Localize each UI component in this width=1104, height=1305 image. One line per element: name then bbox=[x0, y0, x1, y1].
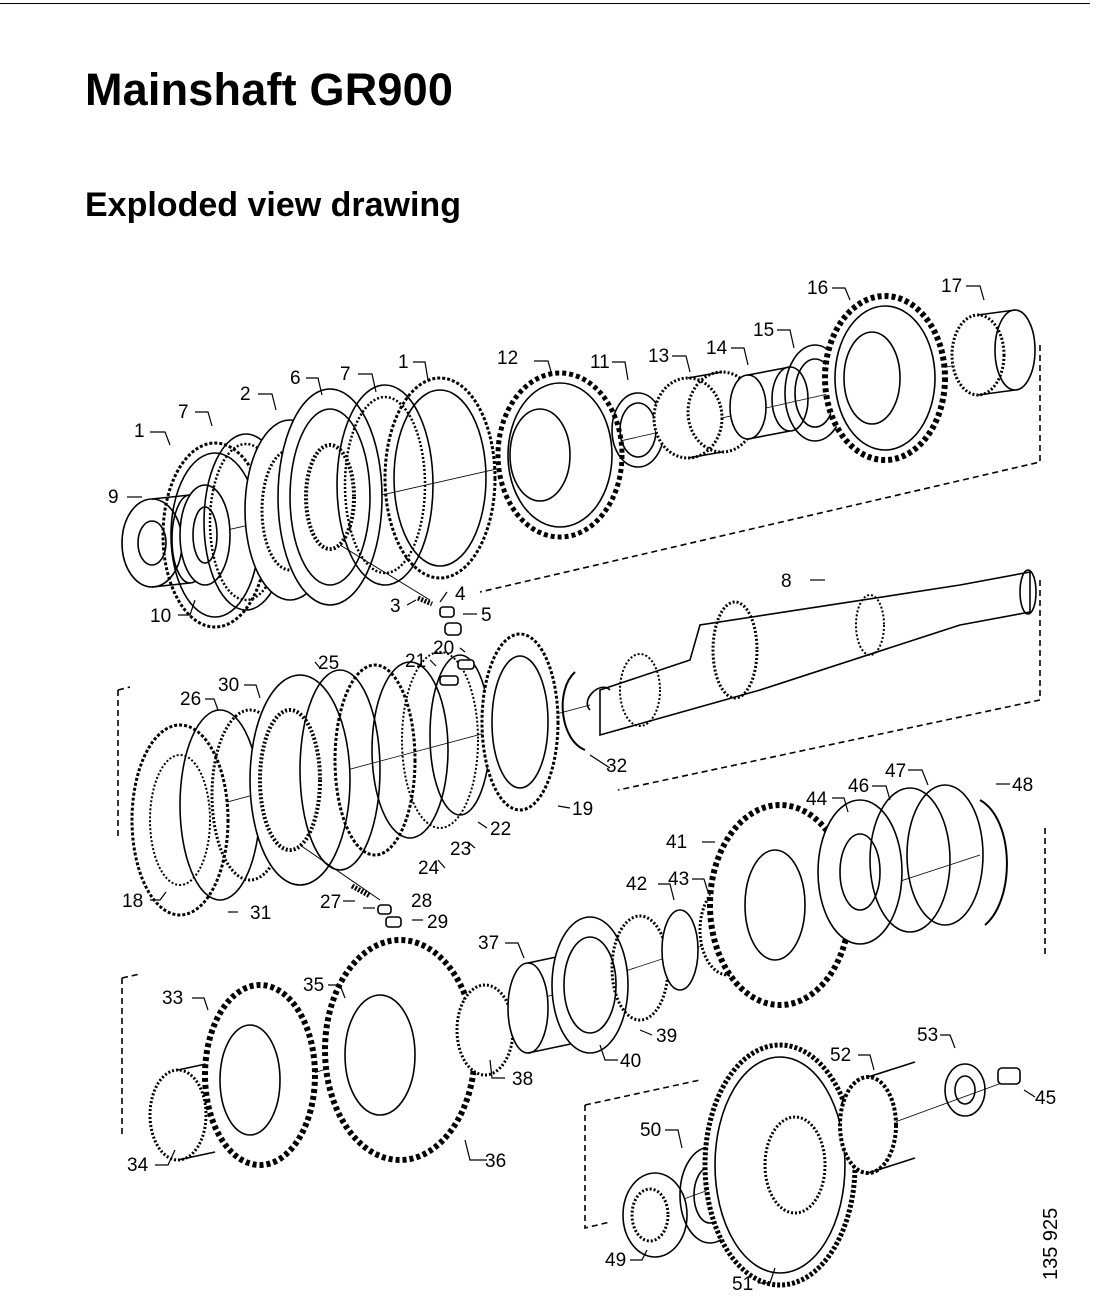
callout-48: 48 bbox=[1012, 775, 1033, 796]
frame-middle bbox=[117, 580, 1041, 838]
part-6-synchro-body bbox=[277, 388, 383, 606]
part-32-clip bbox=[561, 671, 586, 751]
part-35-36-large-gear bbox=[322, 937, 478, 1163]
callout-46: 46 bbox=[848, 776, 869, 797]
callout-53: 53 bbox=[917, 1025, 938, 1046]
callout-17: 17 bbox=[941, 276, 962, 297]
drawing-number: 135 925 bbox=[1040, 1208, 1062, 1280]
callout-34: 34 bbox=[127, 1155, 149, 1176]
part-40-39-rings bbox=[551, 914, 670, 1054]
callout-37: 37 bbox=[478, 933, 499, 954]
upper-assembly bbox=[121, 293, 1036, 636]
callout-21: 21 bbox=[405, 651, 426, 672]
part-25-body bbox=[299, 663, 417, 871]
callout-1: 1 bbox=[134, 421, 145, 442]
callout-47: 47 bbox=[885, 761, 906, 782]
callout-27: 27 bbox=[320, 892, 341, 913]
callout-7: 7 bbox=[178, 402, 189, 423]
callout-22: 22 bbox=[490, 819, 511, 840]
callout-38: 38 bbox=[512, 1069, 533, 1090]
callout-8: 8 bbox=[781, 571, 792, 592]
part-53-lock-plate bbox=[944, 1063, 986, 1117]
middle-assembly bbox=[130, 632, 586, 928]
part-7b-ring bbox=[336, 384, 434, 586]
callout-43: 43 bbox=[668, 869, 689, 890]
frame-lower bbox=[121, 828, 1046, 1135]
callout-40: 40 bbox=[620, 1051, 641, 1072]
part-46-47-48-rings bbox=[869, 784, 1008, 933]
callout-36: 36 bbox=[485, 1151, 506, 1172]
leader-lines bbox=[127, 285, 1036, 1284]
part-24-23-22-rings bbox=[371, 651, 491, 839]
part-45-bolt bbox=[997, 1067, 1021, 1085]
callout-16: 16 bbox=[807, 278, 828, 299]
callout-39: 39 bbox=[656, 1026, 677, 1047]
callout-52: 52 bbox=[830, 1045, 851, 1066]
part-27-28-29-detent bbox=[299, 844, 402, 928]
part-16-large-gear bbox=[822, 293, 948, 463]
callout-5: 5 bbox=[481, 605, 492, 626]
callout-15: 15 bbox=[753, 320, 774, 341]
lower-assembly bbox=[148, 784, 1008, 1168]
part-14-sleeve bbox=[729, 366, 809, 440]
callout-7b: 7 bbox=[340, 364, 351, 385]
part-17-needle-bearing bbox=[950, 309, 1036, 397]
callout-49: 49 bbox=[605, 1250, 626, 1271]
callout-45: 45 bbox=[1035, 1088, 1056, 1109]
callout-32: 32 bbox=[606, 756, 627, 777]
part-8-mainshaft bbox=[586, 569, 1037, 737]
callout-24: 24 bbox=[418, 858, 440, 879]
callout-35: 35 bbox=[303, 975, 324, 996]
part-34-needle-bearing bbox=[148, 1061, 216, 1162]
callout-31: 31 bbox=[250, 903, 271, 924]
bottom-assembly bbox=[622, 1042, 1021, 1288]
callout-1b: 1 bbox=[398, 352, 409, 373]
callout-4: 4 bbox=[455, 584, 466, 605]
callout-23: 23 bbox=[450, 839, 471, 860]
frame-upper bbox=[479, 345, 1041, 593]
frame-bottom bbox=[584, 1079, 701, 1230]
callout-19: 19 bbox=[572, 799, 593, 820]
part-49-nut bbox=[622, 1172, 688, 1258]
callout-25: 25 bbox=[318, 653, 339, 674]
callout-44: 44 bbox=[806, 789, 828, 810]
callout-14: 14 bbox=[706, 338, 728, 359]
callout-10: 10 bbox=[150, 606, 171, 627]
part-52-gear bbox=[838, 1061, 916, 1175]
callout-2: 2 bbox=[240, 384, 251, 405]
part-33-gear bbox=[202, 982, 318, 1168]
callout-9: 9 bbox=[108, 487, 119, 508]
part-3-4-5-detent bbox=[339, 544, 462, 636]
callout-20: 20 bbox=[433, 638, 454, 659]
part-12-gear bbox=[495, 370, 625, 540]
callout-51: 51 bbox=[732, 1274, 753, 1295]
top-rule bbox=[0, 3, 1090, 4]
callout-12: 12 bbox=[497, 348, 518, 369]
part-38-needle-bearing bbox=[455, 983, 515, 1077]
callout-41: 41 bbox=[666, 832, 687, 853]
page-subtitle: Exploded view drawing bbox=[85, 186, 461, 224]
callout-29: 29 bbox=[427, 912, 448, 933]
callout-11: 11 bbox=[590, 352, 610, 373]
part-20-21-pins bbox=[439, 659, 475, 686]
callout-42: 42 bbox=[626, 874, 647, 895]
callout-50: 50 bbox=[640, 1120, 661, 1141]
part-1b-synchro-ring bbox=[383, 376, 497, 580]
callout-6: 6 bbox=[290, 368, 301, 389]
callout-3: 3 bbox=[390, 596, 401, 617]
part-51-ring-gear bbox=[702, 1042, 858, 1288]
callout-13: 13 bbox=[648, 346, 669, 367]
assembly-frames bbox=[117, 345, 1046, 1230]
callout-26: 26 bbox=[180, 689, 201, 710]
callout-18: 18 bbox=[122, 891, 143, 912]
page-title: Mainshaft GR900 bbox=[85, 64, 454, 115]
part-19-ring bbox=[480, 632, 560, 812]
callout-labels: 1 1 2 3 4 5 6 7 7 8 9 10 11 12 13 14 15 … bbox=[108, 276, 1056, 1295]
callout-28: 28 bbox=[411, 891, 432, 912]
callout-30: 30 bbox=[218, 675, 239, 696]
callout-33: 33 bbox=[162, 988, 183, 1009]
